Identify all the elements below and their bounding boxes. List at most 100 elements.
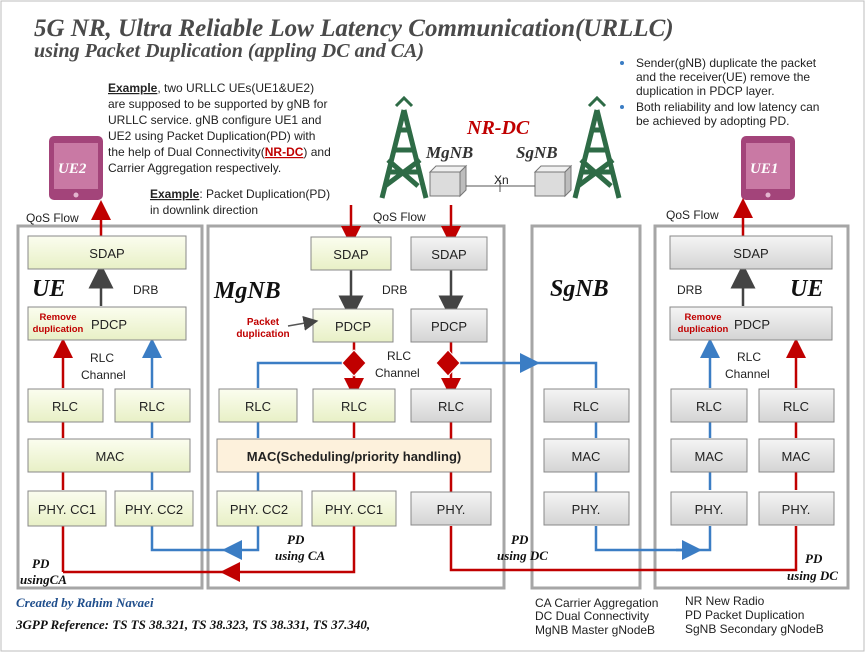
sgnb-tower-label: SgNB (516, 143, 558, 162)
glossary-right-2: PD Packet Duplication (685, 608, 804, 622)
packet-dup-2: duplication (236, 329, 289, 340)
example2-label: Example (150, 187, 200, 201)
pd-ca-left-2: usingCA (20, 572, 67, 587)
mgnb-pdcp-text: PDCP (335, 319, 371, 334)
glossary-left-2: DC Dual Connectivity (535, 609, 649, 623)
ue2-label: UE2 (58, 161, 87, 177)
xn-label: Xn (494, 173, 509, 187)
ue-right-phy2-text: PHY. (782, 502, 811, 517)
nrdc-label: NR-DC (466, 117, 530, 139)
ue-left-blue-bottom (150, 526, 232, 552)
dc-red-bottom (449, 526, 798, 572)
rlc-channel-right-2: Channel (725, 367, 770, 381)
panel-ue-left (16, 224, 204, 590)
example-line4: UE2 using Packet Duplication(PD) with (108, 129, 315, 143)
example2-line2: in downlink direction (150, 203, 258, 217)
bullet1-line3: duplication in PDCP layer. (636, 84, 775, 98)
pd-dc-mid-1: PD (511, 532, 529, 547)
mgnb-rlc2-text: RLC (341, 399, 367, 414)
title-line2: using Packet Duplication (appling DC and… (34, 40, 424, 62)
example2-line1: : Packet Duplication(PD) (199, 187, 330, 201)
qos-flow-label-mid: QoS Flow (373, 210, 426, 224)
ue-left-rlc1-text: RLC (52, 399, 78, 414)
mgnb-tower-label: MgNB (425, 143, 473, 162)
sgnb-node-icon (533, 164, 573, 198)
ue-left-stack: SDAP PDCP Remove duplication RLC RLC MAC… (27, 235, 194, 527)
example-line2: are supposed to be supported by gNB for (108, 97, 327, 111)
mgnb-stack: SDAP SDAP PDCP PDCP Packet duplication R… (216, 236, 492, 527)
pd-dc-mid-2: using DC (497, 548, 548, 563)
mgnb-dup-blue-branch (256, 361, 342, 388)
packet-dup-pointer (287, 315, 319, 331)
mgnb-rlc2-box (312, 388, 396, 423)
example-nrdc: NR-DC (265, 145, 304, 159)
bullet1-line1: Sender(gNB) duplicate the packet (636, 56, 817, 70)
mgnb-dc-duplication-diamond-icon (435, 349, 461, 377)
panel-title-ue-left: UE (32, 276, 65, 302)
mgnb-sdap-text: SDAP (333, 247, 368, 262)
mgnb-phy-cc2-box (216, 490, 303, 527)
example-line6: Carrier Aggregation respectively. (108, 161, 281, 175)
ue-right-mac1-box (670, 438, 748, 473)
sgnb-mac-text: MAC (572, 449, 601, 464)
example-line5a: the help of Dual Connectivity( (108, 145, 265, 159)
ue-right-rlc1-box (670, 388, 748, 423)
ue-right-stack: SDAP PDCP Remove duplication RLC RLC MAC… (669, 235, 835, 526)
mgnb-dc-rlc-text: RLC (438, 399, 464, 414)
rlc-channel-left-1: RLC (90, 351, 114, 365)
mgnb-pdcp-box (312, 308, 394, 343)
mgnb-node-icon (428, 164, 468, 198)
example-line3: URLLC service. gNB configure UE1 and (108, 113, 321, 127)
mgnb-dc-phy-box (410, 491, 492, 526)
ue-right-mac2-text: MAC (782, 449, 811, 464)
example-line1: , two URLLC UEs(UE1&UE2) (157, 81, 314, 95)
mgnb-dc-pdcp-text: PDCP (431, 319, 467, 334)
ue-left-pdcp-box (27, 306, 187, 341)
drb-label-mid: DRB (382, 283, 407, 297)
mgnb-phy-cc2-text: PHY. CC2 (230, 502, 288, 517)
svg-text:Example, two URLLC UEs(UE1&UE2: Example, two URLLC UEs(UE1&UE2) (108, 81, 314, 95)
remove-dup-left-2: duplication (33, 324, 84, 335)
ue-right-mac1-text: MAC (695, 449, 724, 464)
sgnb-rlc-box (543, 388, 630, 423)
ue-right-rlc1-text: RLC (696, 399, 722, 414)
mgnb-dc-rlc-box (410, 388, 492, 423)
glossary-right-1: NR New Radio (685, 594, 765, 608)
ue1-device-icon (741, 136, 795, 200)
rlc-channel-right-1: RLC (737, 350, 761, 364)
ue-left-mac-box (27, 438, 191, 473)
created-by: Created by Rahim Navaei (16, 595, 154, 610)
reference: 3GPP Reference: TS TS 38.321, TS 38.323,… (15, 617, 370, 632)
glossary-left-3: MgNB Master gNodeB (535, 623, 655, 637)
ue-left-mac-text: MAC (96, 449, 125, 464)
mgnb-dc-sdap-text: SDAP (431, 247, 466, 262)
ue-left-sdap-box (27, 235, 187, 270)
sgnb-tower-icon (572, 95, 622, 199)
mgnb-dc-phy-text: PHY. (437, 502, 466, 517)
sgnb-stack: RLC MAC PHY. (543, 388, 630, 526)
mgnb-sdap-box (310, 236, 392, 271)
mgnb-dc-pdcp-box (410, 308, 488, 343)
rlc-channel-mid-1: RLC (387, 349, 411, 363)
ue-left-phy-cc1-box (27, 490, 107, 527)
bullet2-line1: Both reliability and low latency can (636, 100, 819, 114)
ue-left-phy-cc1-text: PHY. CC1 (38, 502, 96, 517)
svg-text:the help of Dual Connectivity(: the help of Dual Connectivity(NR-DC) and (108, 145, 331, 159)
ue-right-rlc2-text: RLC (783, 399, 809, 414)
example2-paragraph: Example: Packet Duplication(PD) in downl… (150, 187, 330, 217)
data-paths (53, 198, 806, 582)
rlc-channel-left-2: Channel (81, 368, 126, 382)
glossary-right-3: SgNB Secondary gNodeB (685, 622, 824, 636)
mgnb-mac-sched-text: MAC(Scheduling/priority handling) (247, 449, 462, 464)
ue-left-phy-cc2-box (114, 490, 194, 527)
panel-sgnb (530, 224, 642, 590)
example-paragraph: Example, two URLLC UEs(UE1&UE2) are supp… (108, 81, 331, 175)
ue-right-phy1-text: PHY. (695, 502, 724, 517)
mgnb-phy-cc1-text: PHY. CC1 (325, 502, 383, 517)
panel-title-ue-right: UE (790, 276, 823, 302)
mgnb-rlc1-box (218, 388, 298, 423)
ue-left-phy-cc2-text: PHY. CC2 (125, 502, 183, 517)
bullet2-line2: be achieved by adopting PD. (636, 114, 789, 128)
